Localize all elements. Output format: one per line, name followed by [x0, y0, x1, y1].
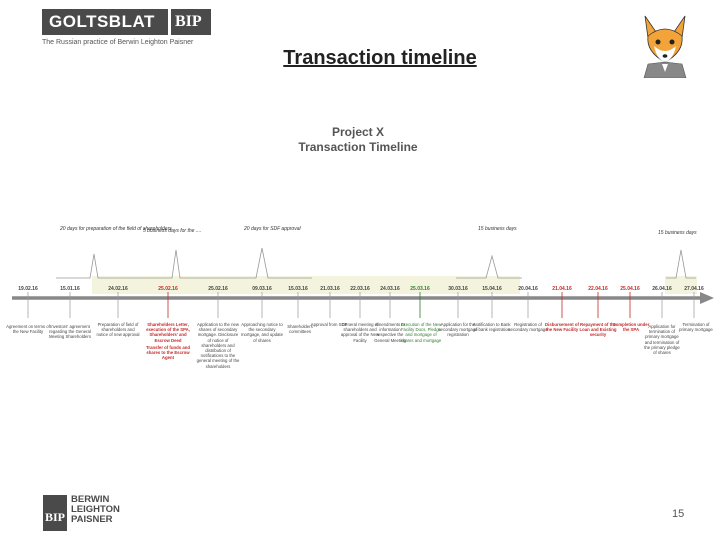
phase-label: 15 business days	[478, 226, 517, 232]
logo-line: LEIGHTON	[71, 504, 120, 515]
timeline-date: 25.02.16	[208, 286, 228, 292]
timeline-event: Completion under the SPA	[612, 322, 650, 333]
project-subtitle: Transaction Timeline	[298, 140, 418, 154]
diagram-title: Project X Transaction Timeline	[240, 125, 476, 155]
timeline-band	[665, 276, 697, 294]
timeline-event: Shareholders committees	[287, 324, 313, 335]
brand-tagline: The Russian practice of Berwin Leighton …	[42, 39, 194, 46]
timeline-date: 25.04.16	[620, 286, 640, 292]
logo-words: BERWIN LEIGHTON PAISNER	[71, 495, 120, 525]
phase-bracket	[456, 254, 522, 279]
timeline-date: 20.04.16	[518, 286, 538, 292]
blp-logo: BIP BERWIN LEIGHTON PAISNER	[43, 495, 138, 535]
brand-mark: BIP	[171, 9, 211, 35]
timeline-ticks-red	[167, 292, 631, 318]
phase-bracket	[138, 249, 214, 279]
timeline-event: Investors' agreement regarding the Gener…	[48, 324, 92, 340]
timeline-date: 27.04.16	[684, 286, 704, 292]
logo-mark: BIP	[43, 495, 67, 531]
phase-label: 20 days for preparation of the field of …	[60, 226, 172, 232]
logo-line: BERWIN	[71, 494, 110, 505]
timeline-event: Notification to Bank of bank registratio…	[473, 322, 511, 333]
timeline-date: 22.03.16	[350, 286, 370, 292]
timeline-event: Agreement on terms of the New Facility	[6, 324, 50, 335]
timeline-event: Application for termination of primary m…	[644, 324, 680, 356]
timeline-event: Shareholders Letter, execution of the SP…	[146, 322, 190, 360]
timeline-event: Application to the new shares of seconda…	[196, 322, 240, 369]
timeline-event: Disbursement of the New Facility	[545, 322, 579, 333]
timeline-date: 24.03.16	[380, 286, 400, 292]
slide-title: Transaction timeline	[283, 47, 477, 69]
timeline-ticks	[27, 292, 695, 318]
timeline-date: 15.04.16	[482, 286, 502, 292]
timeline-date: 25.02.16	[158, 286, 178, 292]
event-subtext: Transfer of funds and shares to the Escr…	[146, 344, 190, 361]
timeline-event: Application for the secondary mortgage r…	[438, 322, 478, 338]
timeline-event: Termination of primary mortgage	[679, 322, 713, 333]
page-number: 15	[672, 508, 685, 520]
timeline-event: Approaching notice to the secondary mort…	[240, 322, 284, 343]
timeline-date: 25.03.16	[410, 286, 430, 292]
timeline-band	[92, 276, 520, 294]
timeline-date: 26.04.16	[652, 286, 672, 292]
timeline-date: 19.02.16	[18, 286, 38, 292]
event-text: Shareholders Letter, execution of the SP…	[146, 322, 190, 343]
fox-mascot-icon	[643, 15, 687, 78]
timeline-date: 30.03.16	[448, 286, 468, 292]
timeline-date: 15.03.16	[288, 286, 308, 292]
brand-name: GOLTSBLAT	[42, 9, 168, 35]
phase-label: 5 business days for the ....	[143, 228, 202, 234]
timeline-date: 21.03.16	[320, 286, 340, 292]
phase-bracket	[666, 249, 696, 279]
logo-line: PAISNER	[71, 514, 113, 525]
timeline-arrow-icon	[700, 292, 714, 304]
timeline-event: Preparation of field of shareholders and…	[96, 322, 140, 338]
timeline-event: Approval from SDF	[310, 322, 348, 327]
timeline-event: Registration of secondary mortgage	[508, 322, 548, 333]
phase-bracket	[214, 247, 312, 279]
timeline-event: Amendments or information respective the…	[374, 322, 406, 343]
phase-label: 20 days for SDF approval	[244, 226, 301, 232]
timeline-date: 24.02.16	[108, 286, 128, 292]
timeline-event: General meeting of shareholders and appr…	[340, 322, 380, 343]
project-title: Project X	[331, 125, 385, 139]
timeline-date: 21.04.16	[552, 286, 572, 292]
phase-label: 15 business days	[658, 230, 697, 236]
timeline-date: 15.01.16	[60, 286, 80, 292]
timeline-event: Execution of the New Facility Docs, Pled…	[400, 322, 442, 343]
timeline-date: 09.03.16	[252, 286, 272, 292]
phase-bracket	[56, 253, 138, 279]
timeline-event: Repayment of the Loan and Existing secur…	[579, 322, 617, 338]
timeline-date: 22.04.16	[588, 286, 608, 292]
